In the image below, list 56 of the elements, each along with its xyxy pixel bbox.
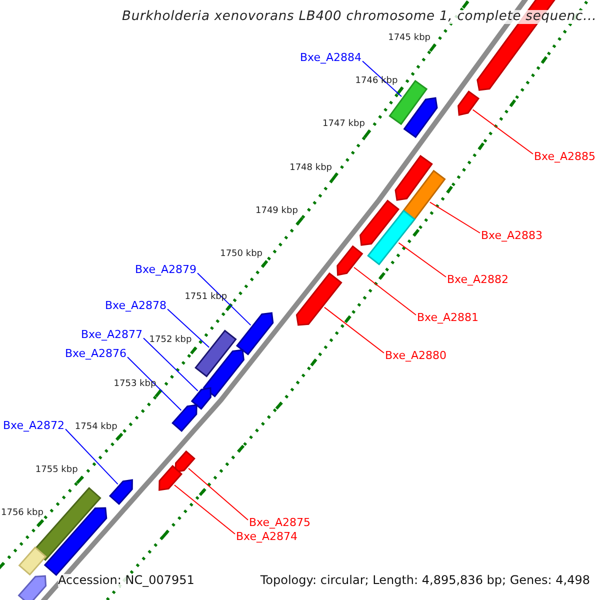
scale-label: 1750 kbp [220,250,262,260]
scale-label: 1754 kbp [74,422,118,433]
accession-text: Accession: NC_007951 [58,574,194,588]
gene-feature [202,349,244,398]
gene-label: Bxe_A2877 [81,329,143,342]
leader-line [143,338,198,392]
leader-line [127,356,182,411]
gene-feature [44,507,108,576]
gene-label: Bxe_A2881 [417,312,479,324]
leader-line [65,428,118,485]
gene-label: Bxe_A2882 [447,274,509,286]
leader-line [188,468,248,520]
leader-line [324,306,384,354]
gene-label: Bxe_A2876 [65,348,127,360]
leader-line [362,60,402,97]
leader-line [174,484,236,534]
gene-label: Bxe_A2878 [105,300,167,312]
leader-line [429,202,480,234]
gene-feature [296,272,342,326]
genome-info-text: Topology: circular; Length: 4,895,836 bp; Genes: 4,498 [260,574,590,588]
gene-feature [158,464,183,491]
gene-feature [18,546,47,576]
leader-line [398,242,446,278]
gene-feature [194,330,237,378]
gene-feature [367,210,416,266]
scale-label: 1748 kbp [290,164,332,174]
gene-feature [360,200,400,246]
gene-label: Bxe_A2875 [249,517,311,530]
gene-feature [172,404,198,432]
scale-label: 1755 kbp [35,466,78,476]
gene-label: Bxe_A2879 [135,264,197,276]
gene-feature [403,97,438,138]
gene-label: Bxe_A2872 [3,420,65,432]
gene-feature [174,450,196,473]
leader-line [354,266,416,316]
gene-feature [394,154,433,201]
gene-feature [236,312,274,356]
scale-label: 1747 kbp [322,120,365,130]
scale-label: 1749 kbp [256,206,298,217]
scale-label: 1756 kbp [1,509,44,520]
gene-label: Bxe_A2884 [300,52,362,64]
gene-label: Bxe_A2874 [236,531,298,544]
gene-feature [336,245,364,276]
leader-line [197,272,252,326]
leader-line [472,109,534,154]
gene-label: Bxe_A2880 [385,350,447,362]
gene-feature [108,479,133,506]
scale-label: 1745 kbp [388,34,430,44]
gene-feature [18,575,47,600]
gene-label: Bxe_A2885 [534,151,596,164]
leader-line [167,308,210,348]
map-title: Burkholderia xenovorans LB400 chromosome 1, complete sequenc... [122,10,597,24]
gene-feature [458,90,480,116]
gene-feature [190,387,212,410]
gene-label: Bxe_A2883 [481,230,543,242]
scale-label: 1752 kbp [149,336,192,346]
